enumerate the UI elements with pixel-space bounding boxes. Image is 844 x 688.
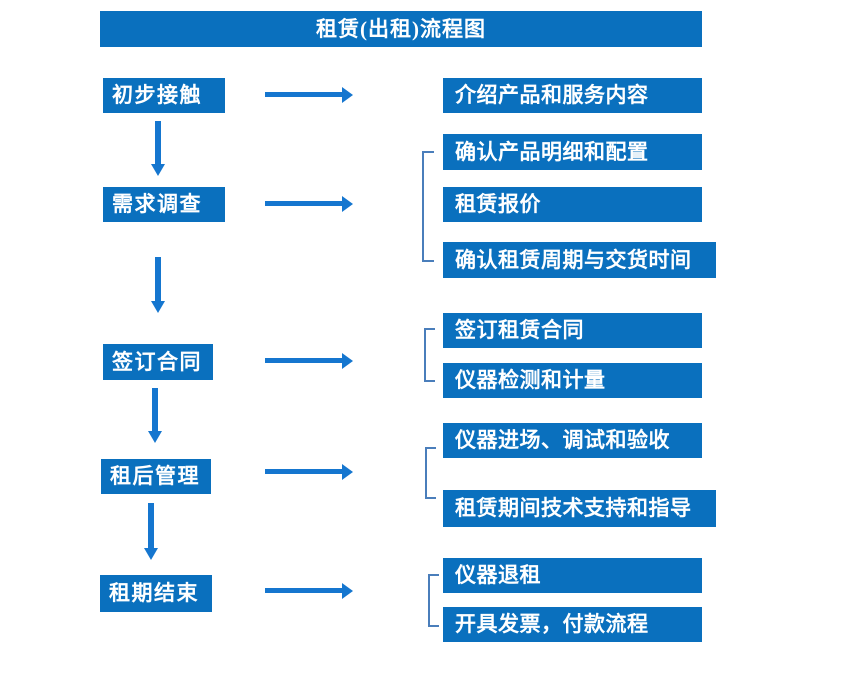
detail-sign-rental-contract: 签订租赁合同 [443, 313, 702, 348]
right-arrow-shaft [265, 201, 343, 206]
down-arrow-head [151, 301, 165, 313]
down-arrow-shaft [155, 257, 161, 301]
detail-confirm-product-config: 确认产品明细和配置 [443, 134, 702, 170]
group-bracket-post-rental [425, 447, 436, 499]
step-rental-end: 租期结束 [100, 575, 212, 612]
detail-instrument-return: 仪器退租 [443, 558, 702, 593]
down-arrow-shaft [155, 121, 161, 164]
down-arrow-head [151, 164, 165, 176]
down-arrow-shaft [152, 388, 158, 431]
right-arrow-shaft [265, 588, 343, 593]
right-arrow-head [342, 583, 353, 599]
right-arrow-head [342, 196, 353, 212]
step-post-rental-management: 租后管理 [101, 459, 211, 494]
page-title: 租赁(出租)流程图 [100, 11, 702, 47]
detail-introduce-products-services: 介绍产品和服务内容 [443, 78, 702, 113]
down-arrow-head [148, 431, 162, 443]
right-arrow-shaft [265, 92, 343, 97]
right-arrow-shaft [265, 469, 343, 474]
step-sign-contract: 签订合同 [103, 344, 213, 380]
right-arrow [265, 87, 353, 103]
right-arrow-head [342, 87, 353, 103]
right-arrow [265, 583, 353, 599]
group-bracket-demand-survey [422, 151, 434, 262]
step-initial-contact: 初步接触 [103, 78, 225, 113]
group-bracket-rental-end [428, 574, 439, 627]
detail-rental-quote: 租赁报价 [443, 187, 702, 222]
down-arrow [148, 388, 162, 443]
detail-tech-support-during-rental: 租赁期间技术支持和指导 [443, 490, 716, 527]
down-arrow [151, 257, 165, 313]
right-arrow [265, 353, 353, 369]
down-arrow-head [144, 548, 158, 560]
down-arrow [151, 121, 165, 176]
down-arrow [144, 503, 158, 560]
right-arrow [265, 196, 353, 212]
right-arrow-head [342, 464, 353, 480]
detail-invoice-payment-process: 开具发票，付款流程 [443, 607, 702, 642]
right-arrow-head [342, 353, 353, 369]
step-demand-survey: 需求调查 [103, 187, 225, 222]
group-bracket-sign-contract [424, 328, 435, 382]
detail-instrument-testing-metering: 仪器检测和计量 [443, 363, 702, 398]
detail-confirm-period-delivery: 确认租赁周期与交货时间 [443, 242, 716, 278]
detail-instrument-entry-debug-acceptance: 仪器进场、调试和验收 [443, 423, 702, 458]
right-arrow-shaft [265, 358, 343, 363]
down-arrow-shaft [148, 503, 154, 548]
right-arrow [265, 464, 353, 480]
